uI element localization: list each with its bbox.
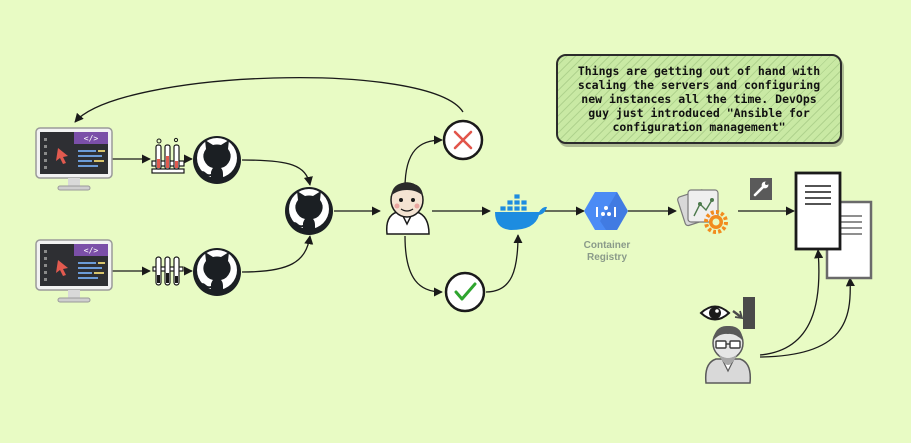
workstation-icon [35, 239, 113, 303]
wrench-icon [750, 178, 772, 200]
container-registry-label: Container Registry [583, 240, 631, 263]
connector-sysadmin-server2 [759, 277, 855, 358]
eye-icon [699, 305, 731, 321]
docker-icon [495, 193, 547, 230]
ansible-icon [677, 189, 728, 234]
connector-top-loop [74, 77, 464, 123]
success-icon [444, 271, 486, 313]
connector-success-docker [485, 234, 523, 293]
connectors [74, 77, 855, 358]
fail-icon [442, 119, 484, 161]
connector-github1-github [241, 159, 313, 186]
github-icon [285, 187, 333, 235]
jenkins-icon [385, 182, 430, 235]
callout-box: Things are getting out of hand with scal… [556, 54, 842, 144]
door-icon [732, 297, 755, 329]
callout-text: Things are getting out of hand with scal… [577, 64, 821, 134]
container-registry-icon [584, 192, 628, 230]
github-icon [193, 248, 241, 296]
connector-sysadmin-server1 [759, 249, 824, 356]
connector-jenkins-fail [404, 135, 443, 189]
sysadmin-icon [704, 325, 752, 384]
connector-github2-github [241, 235, 314, 273]
test-tubes-icon [152, 256, 184, 286]
server-icon [794, 171, 842, 251]
test-tubes-icon [151, 137, 185, 174]
github-icon [193, 136, 241, 184]
connector-jenkins-success [404, 235, 443, 297]
workstation-icon [35, 127, 113, 191]
